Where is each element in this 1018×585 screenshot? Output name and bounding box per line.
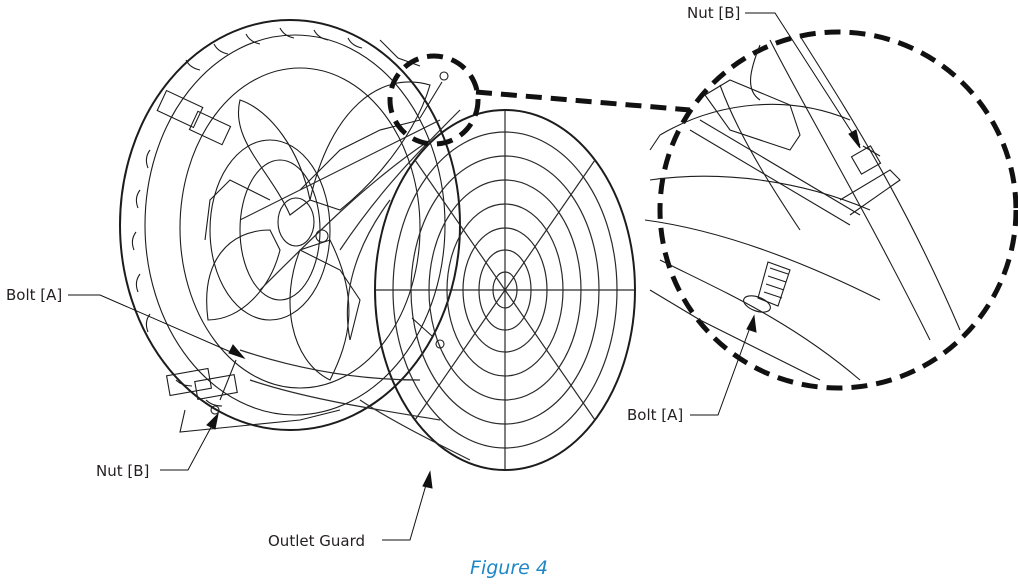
leader-outlet-guard	[382, 470, 433, 541]
bolt-a-label-right: Bolt [A]	[627, 406, 684, 424]
nut-b-label-top: Nut [B]	[687, 4, 741, 22]
nut-b-label-bottom: Nut [B]	[96, 462, 150, 480]
detail-callout	[387, 29, 1018, 391]
outlet-guard-grille	[239, 109, 636, 471]
fan-blades	[206, 81, 431, 381]
leader-bolt-a-right	[690, 314, 757, 416]
figure-caption: Figure 4	[470, 557, 548, 579]
leader-nut-b-bottom	[160, 412, 219, 471]
leader-nut-b-top	[745, 12, 861, 149]
fan-motor	[204, 119, 421, 341]
bolt-a-main	[210, 71, 449, 415]
outlet-guard-label: Outlet Guard	[268, 532, 365, 550]
bolt-a-label-left: Bolt [A]	[6, 286, 63, 304]
leader-bolt-a-left	[68, 294, 246, 360]
